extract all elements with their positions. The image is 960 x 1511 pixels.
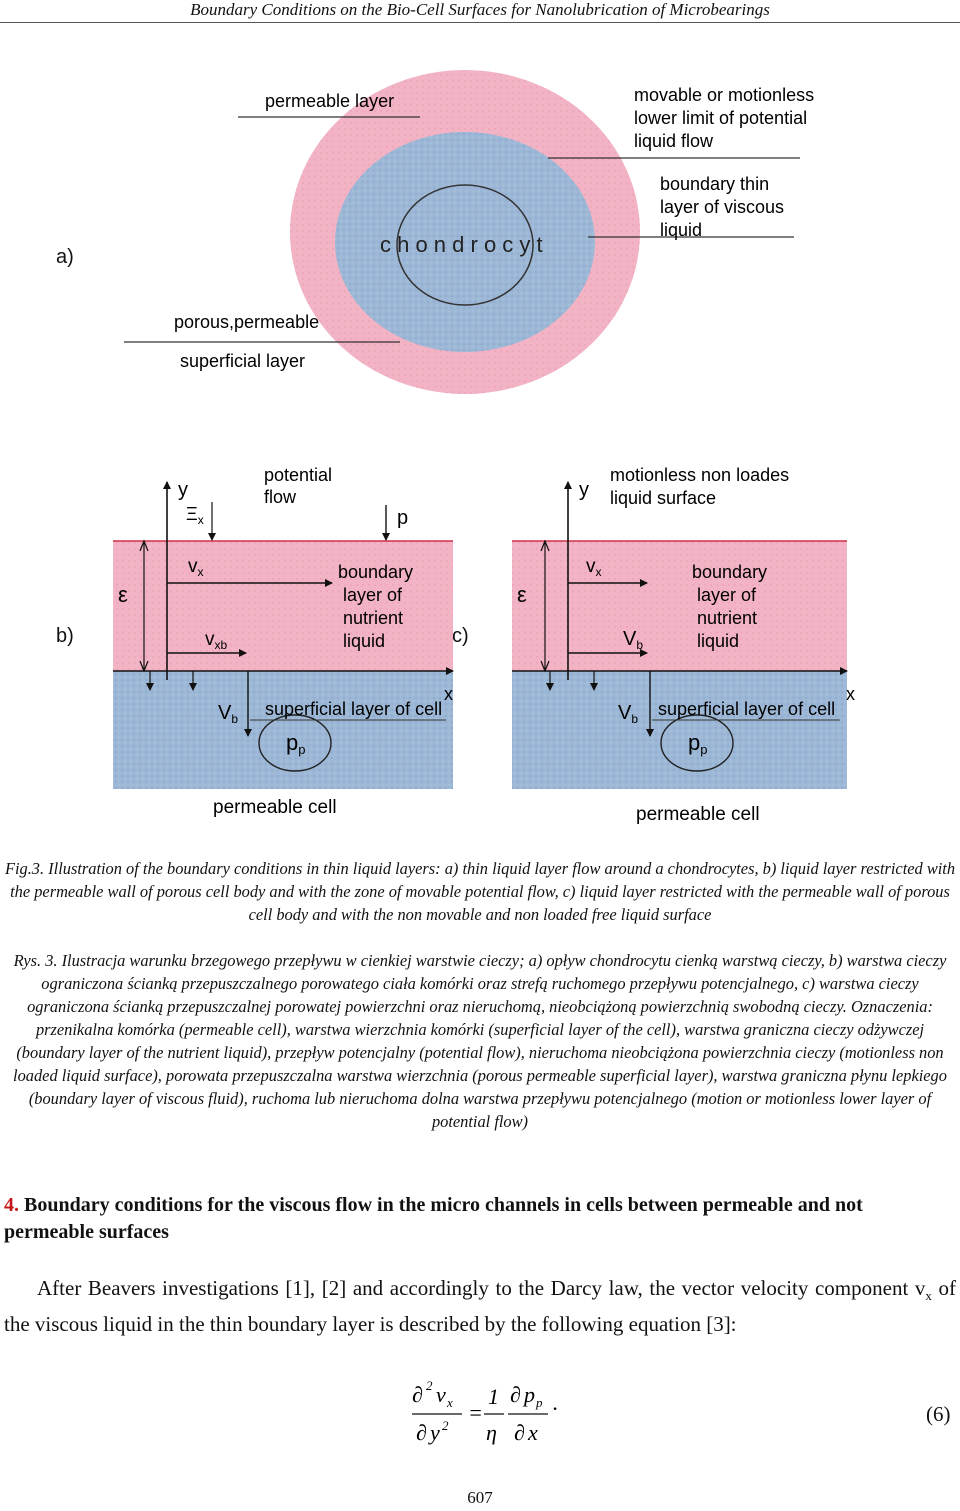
label-vb-c: Vb [618, 702, 638, 726]
label-motionless-1-c: motionless non loades [610, 465, 789, 485]
svg-text:x: x [527, 1420, 538, 1445]
label-movable-1: movable or motionless [634, 85, 814, 105]
label-boundary-1-c: boundary [692, 562, 767, 582]
label-xi-b: Ξx [186, 504, 204, 527]
label-movable-2: lower limit of potential [634, 108, 807, 128]
section-number: 4. [4, 1194, 19, 1216]
label-vx-b: vx [188, 556, 204, 579]
label-potential-2-b: flow [264, 487, 297, 507]
label-boundary-2-c: layer of [697, 585, 757, 605]
svg-text:∂: ∂ [510, 1382, 521, 1407]
label-eps-b: ε [118, 582, 128, 607]
svg-text:∂: ∂ [416, 1420, 427, 1445]
label-y-b: y [178, 479, 188, 501]
blue-band-c [512, 671, 847, 789]
label-boundary-2: layer of viscous [660, 197, 784, 217]
caption-polish: Rys. 3. Ilustracja warunku brzegowego pr… [13, 951, 947, 1131]
svg-text:·: · [552, 1396, 558, 1421]
svg-text:η: η [486, 1420, 497, 1445]
panel-label-a: a) [56, 246, 74, 268]
page-number: 607 [467, 1488, 493, 1507]
label-boundary-1: boundary thin [660, 174, 769, 194]
section-heading: 4. Boundary conditions for the viscous f… [4, 1192, 956, 1246]
label-pp-b: pp [286, 730, 305, 757]
section-title: Boundary conditions for the viscous flow… [4, 1194, 863, 1243]
label-boundary-3-c: nutrient [697, 608, 757, 628]
blue-band-b [113, 671, 453, 789]
label-x-c: x [846, 684, 855, 704]
figure-3: permeable layer movable or motionless lo… [113, 70, 855, 825]
label-x-b: x [444, 684, 453, 704]
label-boundary-1-b: boundary [338, 562, 413, 582]
pp-ellipse-c [660, 714, 734, 772]
label-cell-c: permeable cell [636, 804, 760, 825]
label-movable-3: liquid flow [634, 131, 714, 151]
label-superficial: superficial layer [180, 351, 305, 371]
label-boundary-4-b: liquid [343, 631, 385, 651]
equation-number: (6) [926, 1402, 951, 1426]
panel-label-b: b) [56, 625, 74, 647]
label-vxb-b: vxb [205, 629, 228, 652]
label-boundary-2-b: layer of [343, 585, 403, 605]
svg-text:p: p [522, 1382, 535, 1407]
figure-a: permeable layer movable or motionless lo… [124, 70, 814, 394]
label-vb-top-c: Vb [623, 628, 643, 652]
svg-text:∂: ∂ [514, 1420, 525, 1445]
inner-ellipse [396, 184, 534, 306]
running-head: Boundary Conditions on the Bio-Cell Surf… [0, 0, 960, 23]
svg-text:v: v [436, 1382, 446, 1407]
svg-text:2: 2 [426, 1378, 433, 1393]
panel-label-c: c) [452, 625, 469, 647]
pink-band-c [512, 541, 847, 671]
body-paragraph: After Beavers investigations [1], [2] an… [4, 1276, 956, 1337]
label-y-c: y [579, 479, 589, 501]
svg-text:y: y [428, 1420, 440, 1445]
svg-text:x: x [446, 1395, 453, 1410]
svg-text:p: p [535, 1395, 543, 1410]
label-eps-c: ε [517, 582, 527, 607]
svg-text:2: 2 [442, 1418, 449, 1433]
svg-text:1: 1 [488, 1384, 499, 1409]
label-porous: porous,permeable [174, 312, 319, 332]
label-p-b: p [397, 507, 408, 529]
figure-c: y motionless non loades liquid surface v… [512, 465, 855, 825]
svg-text:=: = [468, 1400, 483, 1425]
label-superficial-c: superficial layer of cell [658, 699, 835, 719]
label-potential-1-b: potential [264, 465, 332, 485]
label-pp-c: pp [688, 730, 707, 757]
label-vx-c: vx [586, 556, 602, 579]
label-motionless-2-c: liquid surface [610, 488, 716, 508]
label-permeable-layer: permeable layer [265, 91, 394, 111]
label-chondrocyt: c h o n d r o c y t [380, 232, 543, 257]
label-superficial-b: superficial layer of cell [265, 699, 442, 719]
equation-6: ∂ 2 v x ∂ y 2 = 1 η ∂ p p ∂ x · [412, 1378, 558, 1445]
pink-band-b [113, 541, 453, 671]
label-boundary-3-b: nutrient [343, 608, 403, 628]
svg-text:∂: ∂ [412, 1382, 423, 1407]
label-boundary-3: liquid [660, 220, 702, 240]
caption-english: Fig.3. Illustration of the boundary cond… [4, 859, 956, 924]
label-cell-b: permeable cell [213, 797, 337, 818]
label-boundary-4-c: liquid [697, 631, 739, 651]
figure-b: y Ξx potential flow p vx ε vxb boundary … [113, 465, 454, 818]
label-vb-b: Vb [218, 702, 238, 726]
blue-ellipse [335, 132, 595, 352]
pp-ellipse-b [258, 714, 332, 772]
